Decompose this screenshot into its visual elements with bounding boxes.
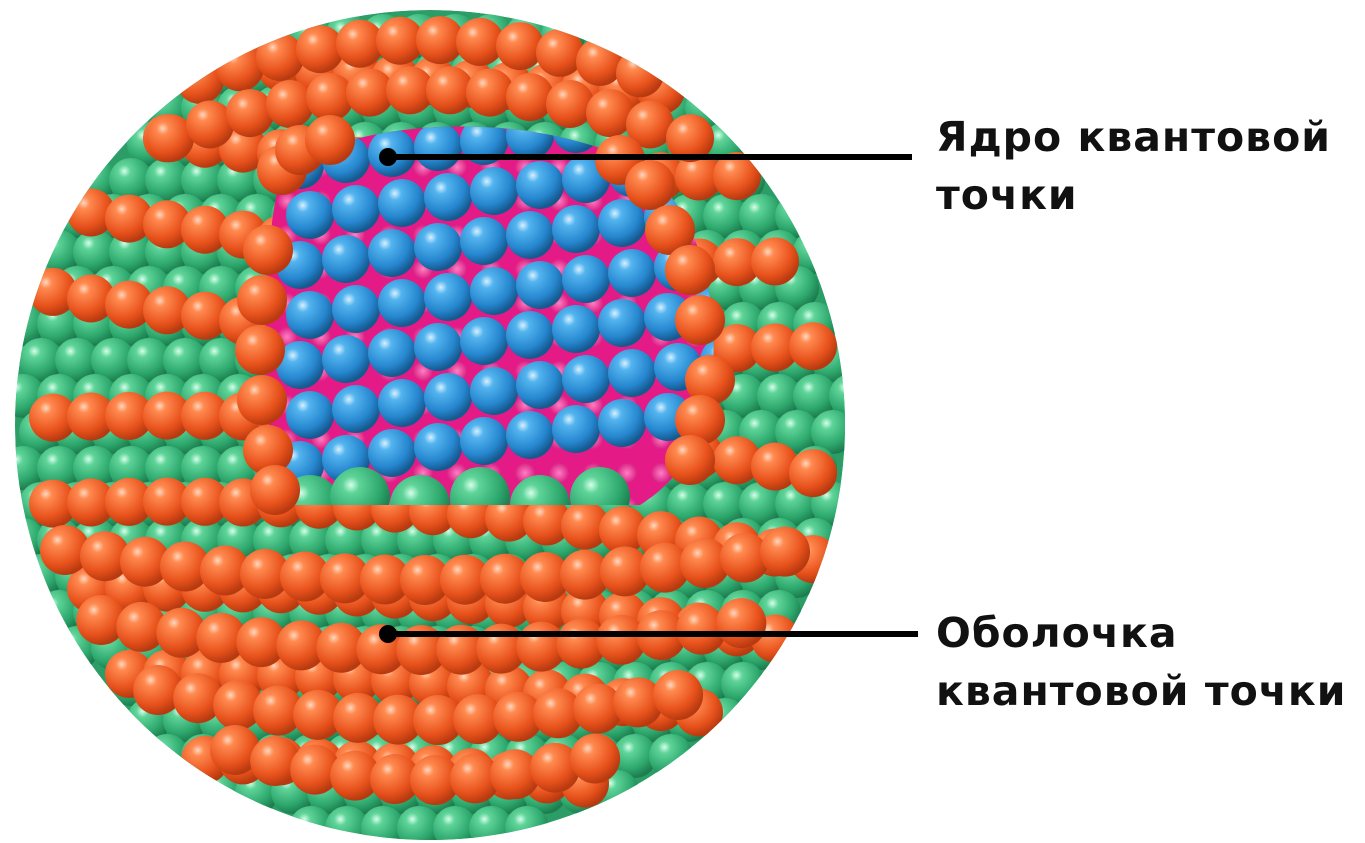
rim-atom-orange xyxy=(243,225,293,275)
core-label-line-2: точки xyxy=(936,166,1331,224)
core-atom xyxy=(506,411,554,459)
core-atom xyxy=(552,405,600,453)
shell-atom-orange xyxy=(653,670,703,720)
shell-atom-orange xyxy=(496,22,544,70)
core-atom xyxy=(506,211,554,259)
rim-atom-orange xyxy=(665,435,715,485)
rim-atom-orange xyxy=(625,160,675,210)
shell-atom-orange xyxy=(266,80,314,128)
core-atom xyxy=(368,329,416,377)
shell-atom-green xyxy=(649,734,693,778)
core-atom xyxy=(424,173,472,221)
shell-atom-orange xyxy=(616,49,664,97)
core-atom xyxy=(460,417,508,465)
core-atom xyxy=(414,123,462,171)
shell-atom-orange xyxy=(789,449,837,497)
shell-atom-orange xyxy=(546,80,594,128)
core-atom xyxy=(368,429,416,477)
rim-atom-orange xyxy=(665,245,715,295)
core-atom xyxy=(552,305,600,353)
core-atom xyxy=(562,355,610,403)
core-atom xyxy=(378,279,426,327)
shell-label-line-2: квантовой точки xyxy=(936,662,1346,720)
core-atom xyxy=(332,385,380,433)
core-atom xyxy=(332,285,380,333)
shell-atom-orange xyxy=(751,237,799,285)
core-atom xyxy=(516,361,564,409)
core-atom xyxy=(736,81,784,129)
shell-leader-dot xyxy=(379,625,397,643)
shell-atom-orange xyxy=(789,322,837,370)
core-atom xyxy=(470,367,518,415)
rim-atom-orange xyxy=(250,465,300,515)
core-atom xyxy=(562,255,610,303)
core-atom xyxy=(608,349,656,397)
rim-atom-orange xyxy=(237,375,287,425)
core-atom xyxy=(322,235,370,283)
core-atom xyxy=(506,311,554,359)
shell-atom-orange xyxy=(256,33,304,81)
core-label: Ядро квантовой точки xyxy=(936,108,1331,224)
core-atom xyxy=(424,373,472,421)
shell-atom-orange xyxy=(760,527,810,577)
core-atom xyxy=(608,249,656,297)
core-atom xyxy=(424,273,472,321)
core-atom xyxy=(598,299,646,347)
core-atom xyxy=(368,229,416,277)
core-atom xyxy=(516,161,564,209)
core-atom xyxy=(322,335,370,383)
core-atom xyxy=(286,191,334,239)
rim-atom-orange xyxy=(675,295,725,345)
shell-atom-orange xyxy=(216,43,264,91)
shell-atom-orange xyxy=(176,56,224,104)
rim-atom-orange xyxy=(235,325,285,375)
core-atom xyxy=(470,267,518,315)
core-atom xyxy=(286,291,334,339)
core-atom xyxy=(516,261,564,309)
shell-label-line-1: Оболочка xyxy=(936,604,1346,662)
shell-atom-orange xyxy=(536,29,584,77)
core-atom xyxy=(378,179,426,227)
core-atom xyxy=(414,323,462,371)
core-leader-dot xyxy=(379,148,397,166)
core-atom xyxy=(414,223,462,271)
core-atom xyxy=(378,379,426,427)
shell-atom-orange xyxy=(226,89,274,137)
shell-atom-orange xyxy=(570,734,620,784)
core-atom xyxy=(460,317,508,365)
core-atom xyxy=(414,423,462,471)
core-atom xyxy=(470,167,518,215)
core-atom xyxy=(552,205,600,253)
shell-atom-orange xyxy=(506,73,554,121)
core-atom xyxy=(598,399,646,447)
core-atom xyxy=(286,391,334,439)
core-label-line-1: Ядро квантовой xyxy=(936,108,1331,166)
shell-atom-orange xyxy=(716,598,766,648)
core-atom xyxy=(332,185,380,233)
core-atom xyxy=(460,217,508,265)
rim-atom-orange xyxy=(237,275,287,325)
shell-label: Оболочка квантовой точки xyxy=(936,604,1346,720)
rim-atom-orange xyxy=(305,115,355,165)
